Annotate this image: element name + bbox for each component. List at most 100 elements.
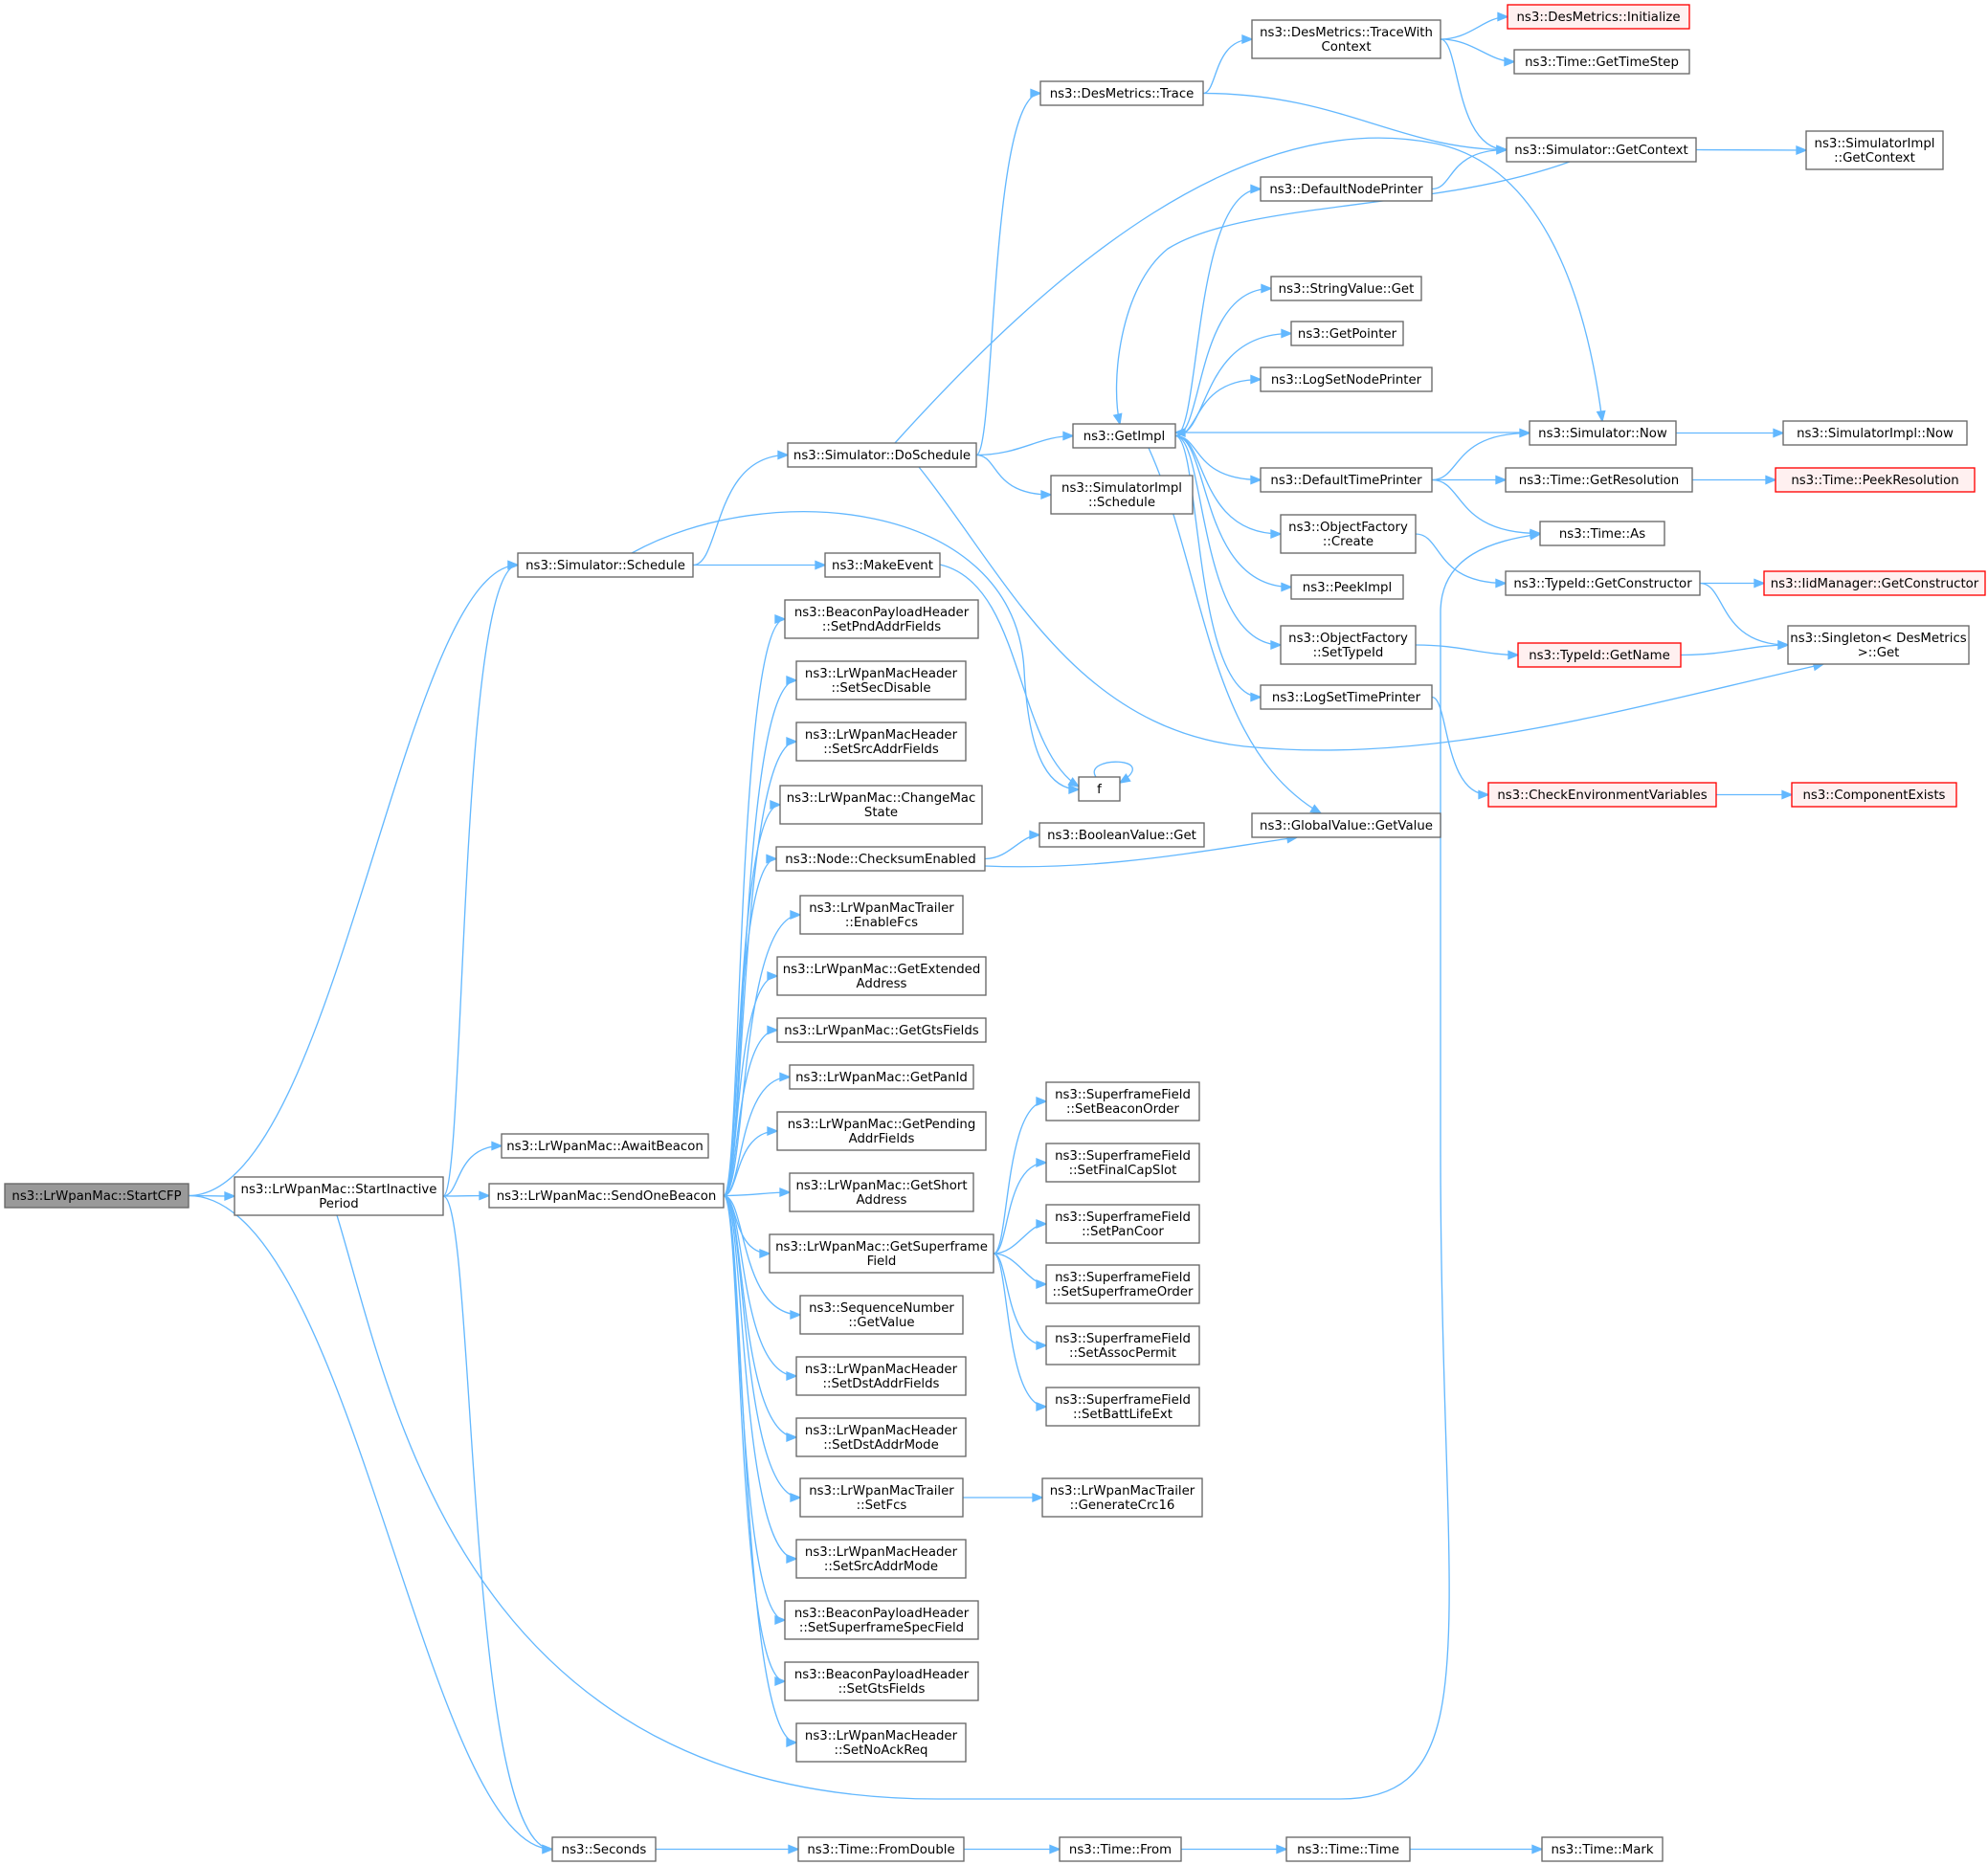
node-peekresolution[interactable]: ns3::Time::PeekResolution — [1775, 467, 1976, 493]
edge-arrowhead — [1036, 1097, 1048, 1106]
node-stringvalueget[interactable]: ns3::StringValue::Get — [1270, 276, 1422, 301]
node-setfcs[interactable]: ns3::LrWpanMacTrailer::SetFcs — [799, 1477, 964, 1518]
node-setsrcaddrmode[interactable]: ns3::LrWpanMacHeader::SetSrcAddrMode — [795, 1539, 967, 1579]
edge-sendonebeacon-to-setnoackreq — [723, 1194, 798, 1747]
node-getpointer[interactable]: ns3::GetPointer — [1290, 321, 1404, 346]
node-sfsetbeaconorder[interactable]: ns3::SuperframeField::SetBeaconOrder — [1045, 1081, 1200, 1121]
edge-line — [336, 533, 1541, 1800]
node-logsetnodeprinter[interactable]: ns3::LogSetNodePrinter — [1260, 366, 1433, 392]
edge-arrowhead — [1530, 528, 1542, 539]
node-awaitbeacon[interactable]: ns3::LrWpanMac::AwaitBeacon — [501, 1133, 709, 1159]
node-schedule[interactable]: ns3::Simulator::Schedule — [517, 552, 694, 578]
edge-arrowhead — [779, 1072, 792, 1082]
node-checksumenabled[interactable]: ns3::Node::ChecksumEnabled — [775, 846, 986, 872]
node-generatecrc16[interactable]: ns3::LrWpanMacTrailer::GenerateCrc16 — [1041, 1477, 1203, 1518]
edge-sendonebeacon-to-setpndaddr — [723, 614, 787, 1197]
node-getresolution[interactable]: ns3::Time::GetResolution — [1505, 467, 1693, 493]
node-sfsetbatt[interactable]: ns3::SuperframeField::SetBattLifeExt — [1045, 1387, 1200, 1427]
node-setsecdisable[interactable]: ns3::LrWpanMacHeader::SetSecDisable — [795, 660, 967, 700]
node-label: ::SetPndAddrFields — [822, 620, 941, 634]
node-box — [1045, 1204, 1200, 1244]
node-peekimpl[interactable]: ns3::PeekImpl — [1290, 574, 1404, 600]
node-label: ns3::LrWpanMac::StartInactive — [241, 1183, 437, 1197]
edge-line — [723, 914, 801, 1197]
node-makeevent[interactable]: ns3::MakeEvent — [824, 552, 941, 578]
edge-arrowhead — [786, 737, 798, 746]
edge-line — [723, 1130, 778, 1197]
node-gettimestep[interactable]: ns3::Time::GetTimeStep — [1513, 49, 1690, 75]
node-singletonget[interactable]: ns3::Singleton< DesMetrics >::Get — [1787, 625, 1970, 665]
node-getcontext[interactable]: ns3::Simulator::GetContext — [1506, 137, 1697, 163]
node-sfsetsforder[interactable]: ns3::SuperframeField::SetSuperframeOrder — [1045, 1264, 1200, 1304]
node-setsuperframespec[interactable]: ns3::BeaconPayloadHeader::SetSuperframeS… — [784, 1600, 979, 1640]
node-checkenv[interactable]: ns3::CheckEnvironmentVariables — [1487, 782, 1717, 808]
node-setnoackreq[interactable]: ns3::LrWpanMacHeader::SetNoAckReq — [795, 1722, 967, 1763]
node-box — [1775, 467, 1976, 493]
node-label: ::GenerateCrc16 — [1070, 1499, 1175, 1513]
node-componentexists[interactable]: ns3::ComponentExists — [1791, 782, 1957, 808]
node-f[interactable]: f — [1078, 776, 1121, 802]
node-seconds[interactable]: ns3::Seconds — [551, 1836, 657, 1862]
node-label: ::SetDstAddrMode — [823, 1438, 939, 1453]
node-box — [799, 1477, 964, 1518]
node-simimplnow[interactable]: ns3::SimulatorImpl::Now — [1782, 420, 1968, 446]
node-doschedule[interactable]: ns3::Simulator::DoSchedule — [787, 442, 977, 468]
node-sendonebeacon[interactable]: ns3::LrWpanMac::SendOneBeacon — [488, 1183, 725, 1209]
node-fromdouble[interactable]: ns3::Time::FromDouble — [797, 1836, 965, 1862]
node-globalvaluegetvalue[interactable]: ns3::GlobalValue::GetValue — [1251, 812, 1441, 838]
node-box — [1260, 176, 1433, 202]
node-getconstructor[interactable]: ns3::TypeId::GetConstructor — [1505, 570, 1701, 596]
node-objfactorycreate[interactable]: ns3::ObjectFactory::Create — [1280, 514, 1417, 554]
node-defaulttimeprinter[interactable]: ns3::DefaultTimePrinter — [1260, 467, 1433, 493]
node-logsettimeprinter[interactable]: ns3::LogSetTimePrinter — [1260, 684, 1433, 710]
node-timeas[interactable]: ns3::Time::As — [1539, 521, 1665, 546]
node-defaultnodeprinter[interactable]: ns3::DefaultNodePrinter — [1260, 176, 1433, 202]
edge-arrowhead — [786, 1738, 798, 1747]
node-timefrom[interactable]: ns3::Time::From — [1059, 1836, 1182, 1862]
node-bphsetgtsfields[interactable]: ns3::BeaconPayloadHeader::SetGtsFields — [784, 1661, 979, 1701]
node-label: ns3::Simulator::Now — [1538, 427, 1667, 441]
node-timetime[interactable]: ns3::Time::Time — [1285, 1836, 1411, 1862]
node-settypeid[interactable]: ns3::ObjectFactory::SetTypeId — [1280, 625, 1417, 665]
edge-line — [975, 92, 1041, 456]
node-startcfp[interactable]: ns3::LrWpanMac::StartCFP — [4, 1183, 190, 1209]
node-label: ns3::LrWpanMacHeader — [805, 1424, 958, 1438]
node-setsrcaddrfields[interactable]: ns3::LrWpanMacHeader::SetSrcAddrFields — [795, 722, 967, 762]
edge-line — [723, 1029, 778, 1197]
node-setpndaddr[interactable]: ns3::BeaconPayloadHeader::SetPndAddrFiel… — [784, 599, 979, 639]
node-sfsetassoc[interactable]: ns3::SuperframeField::SetAssocPermit — [1045, 1325, 1200, 1365]
node-label: ::SetAssocPermit — [1069, 1346, 1176, 1361]
node-iidgetconstructor[interactable]: ns3::IidManager::GetConstructor — [1763, 570, 1986, 596]
node-setdstaddrfields[interactable]: ns3::LrWpanMacHeader::SetDstAddrFields — [795, 1356, 967, 1396]
edge-arrowhead — [1309, 804, 1323, 814]
node-sfsetfinalcap[interactable]: ns3::SuperframeField::SetFinalCapSlot — [1045, 1143, 1200, 1183]
node-getimpl[interactable]: ns3::GetImpl — [1072, 423, 1176, 449]
node-sfsetpancoor[interactable]: ns3::SuperframeField::SetPanCoor — [1045, 1204, 1200, 1244]
node-enablefcs[interactable]: ns3::LrWpanMacTrailer::EnableFcs — [799, 895, 964, 935]
node-getgtsfields[interactable]: ns3::LrWpanMac::GetGtsFields — [776, 1017, 987, 1043]
node-simulatornow[interactable]: ns3::Simulator::Now — [1529, 420, 1677, 446]
node-setdstaddrmode[interactable]: ns3::LrWpanMacHeader::SetDstAddrMode — [795, 1417, 967, 1457]
node-box — [1791, 782, 1957, 808]
node-timemark[interactable]: ns3::Time::Mark — [1541, 1836, 1664, 1862]
node-box — [1506, 137, 1697, 163]
edge-startinactive-to-schedule — [442, 560, 520, 1197]
node-seqgetvalue[interactable]: ns3::SequenceNumber::GetValue — [799, 1295, 964, 1335]
node-simimplschedule[interactable]: ns3::SimulatorImpl::Schedule — [1050, 475, 1194, 515]
node-getpanid[interactable]: ns3::LrWpanMac::GetPanId — [789, 1064, 974, 1090]
node-label: ns3::BeaconPayloadHeader — [794, 606, 970, 620]
node-destrace[interactable]: ns3::DesMetrics::Trace — [1039, 80, 1204, 106]
edge-simulatornow-to-simimplnow — [1676, 428, 1785, 438]
edge-arrowhead — [1270, 529, 1283, 539]
node-simimplgetcontext[interactable]: ns3::SimulatorImpl::GetContext — [1805, 130, 1944, 170]
node-desinit[interactable]: ns3::DesMetrics::Initialize — [1507, 4, 1690, 30]
node-typeidgetname[interactable]: ns3::TypeId::GetName — [1517, 642, 1682, 668]
node-booleanvalueget[interactable]: ns3::BooleanValue::Get — [1039, 822, 1205, 848]
